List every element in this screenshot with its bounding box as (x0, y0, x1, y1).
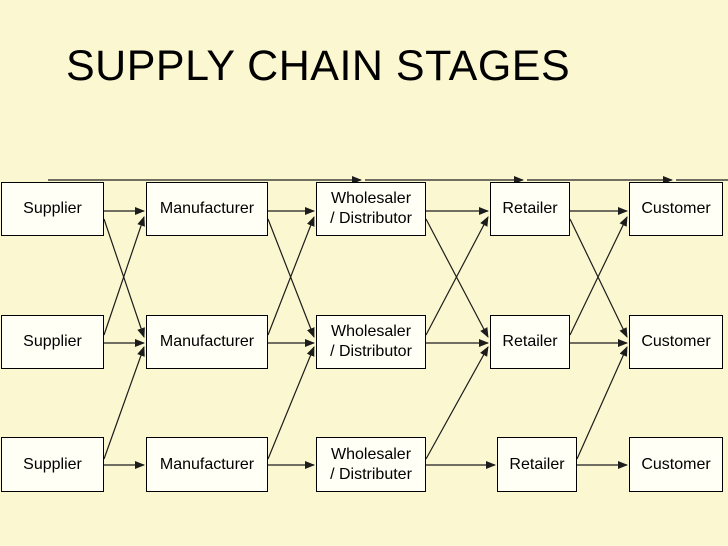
node-supplier-row1: Supplier (1, 182, 104, 236)
node-wholesaler-row3: Wholesaler / Distributer (316, 437, 426, 492)
node-customer-row3: Customer (629, 437, 723, 492)
node-label: Retailer (502, 200, 558, 217)
row3-to-row2-diagonal-arrows (103, 346, 628, 460)
node-retailer-row2: Retailer (490, 315, 570, 369)
node-label: Retailer (509, 455, 565, 473)
node-label: Manufacturer (159, 333, 255, 350)
node-manufacturer-row3: Manufacturer (146, 437, 268, 492)
slide-title: SUPPLY CHAIN STAGES (66, 42, 571, 90)
node-label: Wholesaler (330, 323, 412, 340)
node-label: Customer (641, 200, 711, 217)
node-customer-row2: Customer (629, 315, 723, 369)
row2-to-row1-diagonal-arrows (103, 216, 628, 336)
node-label: Wholesaler (330, 190, 412, 207)
node-wholesaler-row2: Wholesaler / Distributor (316, 315, 426, 369)
node-retailer-row3: Retailer (497, 437, 577, 492)
node-label-line2: / Distributor (330, 343, 412, 360)
node-supplier-row3: Supplier (1, 437, 104, 492)
node-label: Retailer (502, 333, 558, 350)
node-customer-row1: Customer (629, 182, 723, 236)
row1-to-row2-diagonal-arrows (103, 218, 628, 338)
node-retailer-row1: Retailer (490, 182, 570, 236)
node-label: Wholesaler (330, 445, 412, 463)
node-manufacturer-row2: Manufacturer (146, 315, 268, 369)
node-label: Supplier (23, 200, 82, 217)
node-manufacturer-row1: Manufacturer (146, 182, 268, 236)
node-label: Supplier (23, 333, 82, 350)
node-label: Manufacturer (159, 200, 255, 217)
node-label: Supplier (23, 455, 82, 473)
node-label-line2: / Distributor (330, 210, 412, 227)
node-label: Customer (641, 333, 711, 350)
node-supplier-row2: Supplier (1, 315, 104, 369)
node-label-line2: / Distributer (330, 465, 412, 483)
node-label: Manufacturer (159, 455, 255, 473)
node-label: Customer (641, 455, 711, 473)
node-wholesaler-row1: Wholesaler / Distributor (316, 182, 426, 236)
